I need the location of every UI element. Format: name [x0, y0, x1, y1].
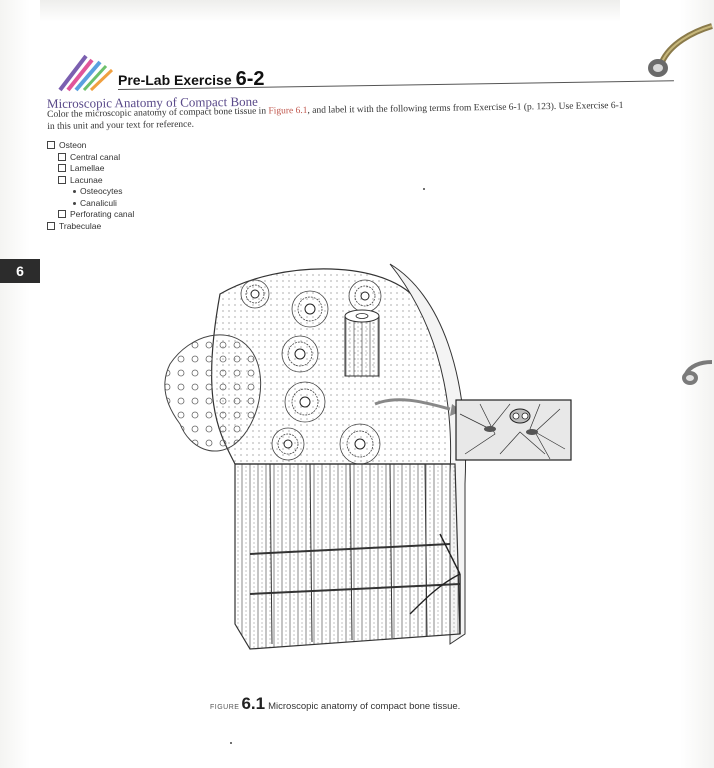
lamellae[interactable] — [344, 309, 380, 377]
term-label: Osteon — [59, 140, 87, 150]
stray-mark — [230, 742, 232, 744]
exercise-number: 6-2 — [235, 68, 265, 90]
term-label: Canaliculi — [80, 197, 117, 208]
figure-word: FIGURE — [210, 704, 240, 711]
figure-caption-text: Microscopic anatomy of compact bone tiss… — [268, 701, 461, 712]
term-label: Perforating canal — [70, 209, 135, 219]
page-shadow — [40, 0, 620, 22]
term-label: Osteocytes — [80, 186, 123, 196]
trabeculae[interactable] — [164, 334, 262, 452]
blood-vessel — [409, 533, 461, 634]
term-item[interactable]: Central canal — [47, 152, 134, 164]
binder-ring-icon — [648, 23, 713, 77]
stray-mark — [423, 188, 425, 190]
central-canal[interactable] — [250, 289, 260, 299]
perforating-canal[interactable] — [249, 583, 461, 595]
term-label: Trabeculae — [59, 220, 102, 231]
checkbox-icon[interactable] — [47, 221, 55, 230]
unit-tab: 6 — [0, 259, 40, 283]
term-item[interactable]: Osteon — [47, 140, 134, 152]
checkbox-icon[interactable] — [47, 141, 55, 149]
checkbox-icon[interactable] — [58, 210, 66, 218]
central-canal[interactable] — [294, 348, 306, 360]
zoom-arrow — [374, 398, 451, 411]
osteon[interactable] — [271, 427, 305, 461]
checkbox-icon[interactable] — [58, 164, 66, 172]
osteocyte[interactable] — [526, 429, 538, 435]
compact-bone-figure[interactable] — [160, 254, 590, 674]
central-canal[interactable] — [299, 396, 311, 408]
term-item[interactable]: Lacunae — [47, 175, 134, 187]
central-canal[interactable] — [354, 438, 366, 450]
checkbox-icon[interactable] — [58, 152, 66, 161]
term-item[interactable]: Trabeculae — [47, 221, 134, 233]
osteon[interactable] — [240, 279, 270, 309]
term-item: Osteocytes — [47, 186, 134, 198]
osteocyte[interactable] — [484, 426, 496, 432]
central-canal[interactable] — [304, 303, 316, 315]
term-item[interactable]: Perforating canal — [47, 209, 134, 221]
figure-reference: Figure 6.1 — [268, 105, 308, 117]
central-canal[interactable] — [360, 291, 370, 301]
compact-bone-illustration — [164, 263, 572, 650]
exercise-label: Pre-Lab Exercise — [118, 72, 232, 88]
bullet-icon — [73, 190, 76, 193]
osteon[interactable] — [284, 381, 326, 423]
terms-checklist: Osteon Central canal Lamellae Lacunae Os… — [47, 140, 134, 232]
osteon[interactable] — [281, 335, 319, 373]
osteocyte-inset[interactable] — [455, 399, 572, 461]
term-label: Lacunae — [70, 174, 103, 185]
term-label: Central canal — [70, 151, 121, 162]
figure-number: 6.1 — [241, 694, 266, 713]
binder-ring-icon — [682, 360, 713, 385]
term-item: Canaliculi — [47, 198, 134, 210]
term-label: Lamellae — [70, 163, 105, 173]
central-canal[interactable] — [283, 439, 293, 449]
term-item[interactable]: Lamellae — [47, 163, 134, 175]
osteon[interactable] — [291, 290, 329, 328]
bullet-icon — [73, 201, 76, 205]
instructions-part-1: Color the microscopic anatomy of compact… — [47, 106, 269, 120]
longitudinal-section[interactable] — [234, 463, 461, 650]
colored-pencils-icon — [58, 54, 114, 92]
perforating-canal[interactable] — [249, 543, 451, 555]
checkbox-icon[interactable] — [58, 175, 66, 184]
